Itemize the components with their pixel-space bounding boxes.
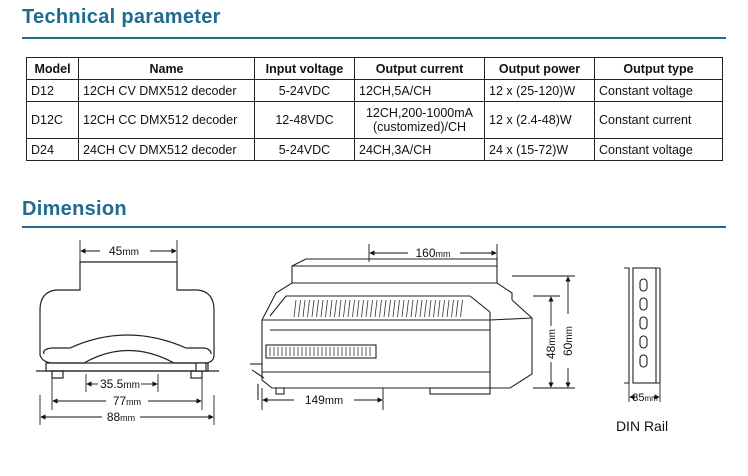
cell-model: D24 bbox=[26, 138, 79, 161]
cell-input-voltage: 5-24VDC bbox=[254, 138, 355, 161]
cell-model: D12C bbox=[26, 101, 79, 139]
vent-slot bbox=[410, 299, 414, 318]
vent-slot bbox=[433, 299, 436, 318]
vent-slot bbox=[298, 299, 301, 318]
dim-label-48mm: 48mm bbox=[544, 329, 558, 359]
vent-slot bbox=[329, 299, 333, 318]
vent-slot bbox=[406, 299, 409, 318]
header-output-current: Output current bbox=[354, 57, 485, 80]
cell-output-current-line1: 12CH,200-1000mA bbox=[365, 106, 473, 120]
din-rail-drawing bbox=[624, 267, 661, 402]
technical-parameter-table: Model Name Input voltage Output current … bbox=[26, 57, 723, 161]
section-divider-technical bbox=[22, 37, 726, 39]
vent-slot bbox=[307, 299, 310, 318]
cell-output-current: 12CH,5A/CH bbox=[354, 79, 485, 102]
header-output-power: Output power bbox=[484, 57, 595, 80]
cell-output-current-line2: (customized)/CH bbox=[372, 120, 467, 134]
cell-model: D12 bbox=[26, 79, 79, 102]
dim-label-35-5mm: 35.5mm bbox=[100, 377, 140, 391]
isometric-view-drawing bbox=[250, 258, 533, 400]
dim-label-160mm: 160mm bbox=[415, 246, 450, 260]
vent-slot bbox=[370, 299, 373, 318]
din-rail-label: DIN Rail bbox=[616, 418, 668, 434]
cell-name: 24CH CV DMX512 decoder bbox=[78, 138, 255, 161]
vent-slot bbox=[442, 299, 445, 318]
dim-label-35mm: 35mm bbox=[632, 392, 658, 404]
vent-slot bbox=[392, 299, 396, 318]
cell-input-voltage: 12-48VDC bbox=[254, 101, 355, 139]
dim-label-45mm: 45mm bbox=[109, 244, 139, 258]
section-divider-dimension bbox=[22, 226, 726, 228]
vent-slot bbox=[316, 299, 319, 318]
cell-output-power: 24 x (15-72)W bbox=[484, 138, 595, 161]
table-row: D24 24CH CV DMX512 decoder 5-24VDC 24CH,… bbox=[26, 138, 723, 161]
table-row: D12C 12CH CC DMX512 decoder 12-48VDC 12C… bbox=[26, 101, 723, 139]
vent-slot bbox=[379, 299, 382, 318]
vent-slot bbox=[460, 299, 463, 318]
isometric-vent-slots bbox=[293, 299, 463, 318]
cell-output-power: 12 x (25-120)W bbox=[484, 79, 595, 102]
header-name: Name bbox=[78, 57, 255, 80]
vent-slot bbox=[451, 299, 454, 318]
vent-slot bbox=[361, 299, 364, 318]
vent-slot bbox=[302, 299, 306, 318]
vent-slot bbox=[338, 299, 342, 318]
table-row: D12 12CH CV DMX512 decoder 5-24VDC 12CH,… bbox=[26, 79, 723, 102]
vent-slot bbox=[293, 299, 297, 318]
isometric-dimension-lines bbox=[261, 244, 575, 410]
dim-label-77mm: 77mm bbox=[113, 394, 141, 408]
vent-slot bbox=[419, 299, 423, 318]
cell-name: 12CH CC DMX512 decoder bbox=[78, 101, 255, 139]
vent-slot bbox=[320, 299, 324, 318]
header-model: Model bbox=[26, 57, 79, 80]
vent-slot bbox=[325, 299, 328, 318]
cell-output-type: Constant voltage bbox=[594, 79, 723, 102]
header-output-type: Output type bbox=[594, 57, 723, 80]
cell-output-current: 24CH,3A/CH bbox=[354, 138, 485, 161]
vent-slot bbox=[437, 299, 441, 318]
dim-label-60mm: 60mm bbox=[561, 326, 575, 356]
vent-slot bbox=[311, 299, 315, 318]
side-view-dimension-lines bbox=[40, 248, 214, 420]
vent-slot bbox=[352, 299, 355, 318]
dim-label-88mm: 88mm bbox=[107, 410, 135, 424]
vent-slot bbox=[374, 299, 378, 318]
vent-slot bbox=[428, 299, 432, 318]
vent-slot bbox=[397, 299, 400, 318]
vent-slot bbox=[424, 299, 427, 318]
cell-output-power: 12 x (2.4-48)W bbox=[484, 101, 595, 139]
vent-slot bbox=[415, 299, 418, 318]
isometric-terminal-slots bbox=[269, 347, 371, 356]
vent-slot bbox=[388, 299, 391, 318]
vent-slot bbox=[343, 299, 346, 318]
vent-slot bbox=[401, 299, 405, 318]
vent-slot bbox=[446, 299, 450, 318]
cell-output-type: Constant voltage bbox=[594, 138, 723, 161]
dimension-drawings: 45mm 35.5mm 77mm 88mm bbox=[0, 228, 748, 471]
cell-name: 12CH CV DMX512 decoder bbox=[78, 79, 255, 102]
cell-input-voltage: 5-24VDC bbox=[254, 79, 355, 102]
vent-slot bbox=[347, 299, 351, 318]
vent-slot bbox=[365, 299, 369, 318]
cell-output-type: Constant current bbox=[594, 101, 723, 139]
vent-slot bbox=[455, 299, 459, 318]
dim-label-149mm: 149mm bbox=[305, 393, 343, 407]
header-input-voltage: Input voltage bbox=[254, 57, 355, 80]
cell-output-current: 12CH,200-1000mA (customized)/CH bbox=[354, 101, 485, 139]
vent-slot bbox=[383, 299, 387, 318]
section-title-technical-parameter: Technical parameter bbox=[22, 6, 221, 28]
vent-slot bbox=[356, 299, 360, 318]
vent-slot bbox=[334, 299, 337, 318]
side-view-drawing bbox=[36, 240, 219, 425]
table-header-row: Model Name Input voltage Output current … bbox=[26, 57, 723, 80]
section-title-dimension: Dimension bbox=[22, 198, 127, 220]
